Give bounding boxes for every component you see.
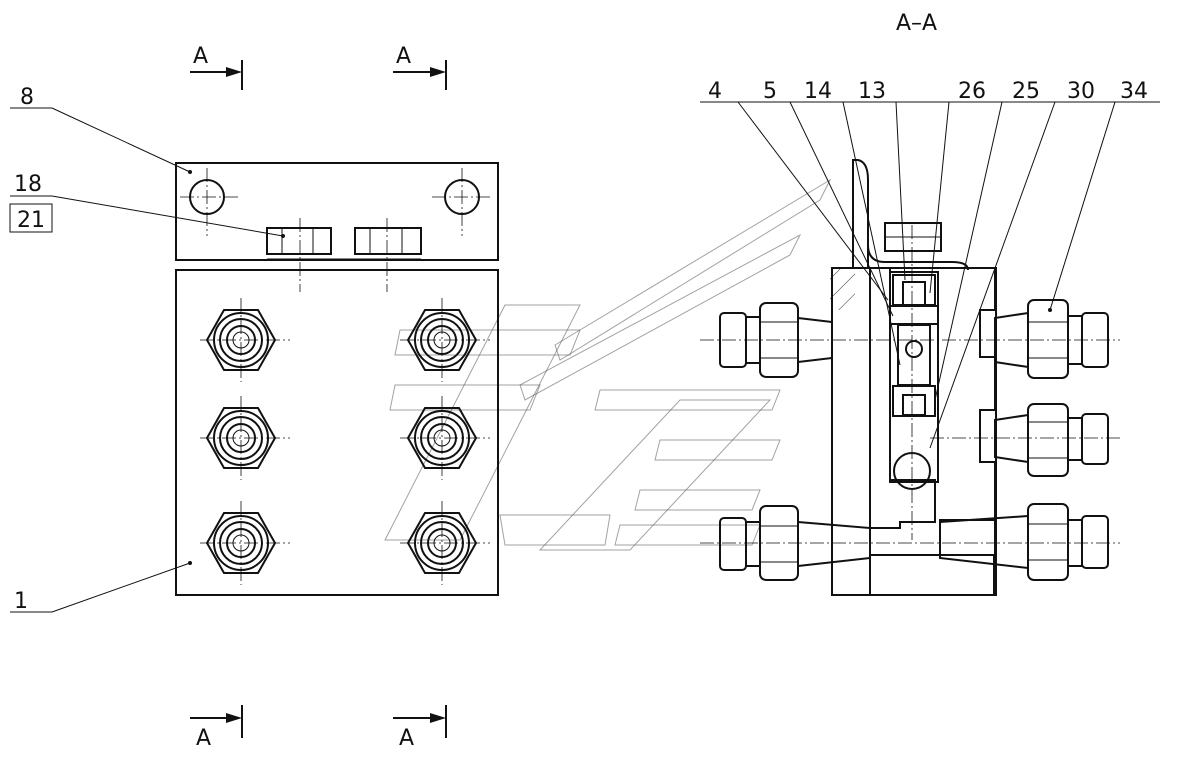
watermark-logo (384, 178, 832, 551)
leaders-right (700, 101, 1160, 449)
section-mark-top-left (190, 60, 243, 90)
section-view (700, 101, 1160, 596)
body-block (175, 269, 499, 596)
section-mark-bottom-left (190, 705, 243, 738)
callout-34: 34 (1120, 79, 1148, 104)
fittings-front (200, 298, 490, 585)
body-section (830, 267, 997, 596)
top-plate (175, 162, 499, 261)
callout-8: 8 (20, 85, 34, 110)
callout-26: 26 (958, 79, 986, 104)
callout-4: 4 (708, 79, 722, 104)
bracket-plate (852, 159, 869, 269)
pipe-fittings (700, 299, 1120, 581)
section-mark-top-right (393, 60, 447, 90)
callout-30: 30 (1067, 79, 1095, 104)
section-label-bottom-right: A (399, 726, 414, 751)
callout-18: 18 (14, 172, 42, 197)
callout-5: 5 (763, 79, 777, 104)
section-mark-bottom-right (393, 705, 447, 738)
callout-14: 14 (804, 79, 832, 104)
plate-holes (180, 168, 492, 236)
callout-13: 13 (858, 79, 886, 104)
front-view (9, 60, 499, 738)
section-label-top-right: A (396, 44, 411, 69)
nuts-18 (266, 218, 422, 292)
section-title: A–A (896, 11, 937, 36)
section-label-bottom-left: A (196, 726, 211, 751)
callout-1: 1 (14, 589, 28, 614)
callout-25: 25 (1012, 79, 1040, 104)
section-label-top-left: A (193, 44, 208, 69)
callout-21: 21 (17, 208, 45, 233)
leaders-left (9, 107, 285, 613)
